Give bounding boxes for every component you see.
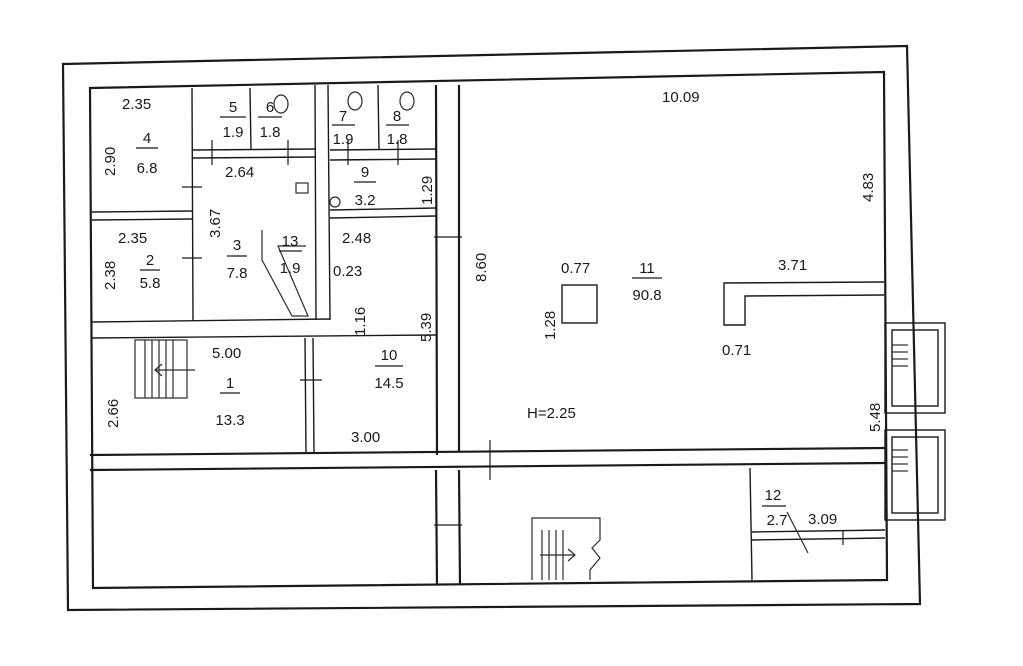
- dim-1-16: 1.16: [352, 307, 369, 336]
- interior-walls: [89, 84, 886, 586]
- dim-1-29: 1.29: [419, 176, 436, 205]
- dim-3-67: 3.67: [207, 209, 224, 238]
- entrance-porches: [884, 322, 946, 521]
- column: [561, 284, 598, 324]
- room-13-stair: [261, 230, 309, 317]
- dim-2-35-top: 2.35: [122, 96, 151, 113]
- room-10-number: 10: [381, 347, 398, 364]
- dim-5-00: 5.00: [212, 345, 241, 362]
- staircase-bottom: [531, 517, 601, 580]
- room-2-area: 5.8: [140, 275, 161, 292]
- room-13-number: 13: [282, 233, 299, 250]
- room-8-number: 8: [393, 108, 401, 125]
- dim-5-39: 5.39: [418, 313, 435, 342]
- door-marks: [182, 140, 844, 554]
- height-note: H=2.25: [527, 405, 576, 422]
- dim-3-71: 3.71: [778, 257, 807, 274]
- dim-2-90: 2.90: [102, 147, 119, 176]
- dim-0-77: 0.77: [561, 260, 590, 277]
- dim-0-71: 0.71: [722, 342, 751, 359]
- room-1-number: 1: [226, 375, 234, 392]
- toilet-fixtures: [273, 91, 415, 208]
- room-11-area: 90.8: [632, 287, 661, 304]
- dim-0-23: 0.23: [333, 263, 362, 280]
- room-6-area: 1.8: [260, 124, 281, 141]
- dim-5-48: 5.48: [867, 403, 884, 432]
- room-13-area: 1.9: [280, 260, 301, 277]
- staircase-left: [134, 339, 195, 399]
- dim-10-09: 10.09: [662, 89, 700, 106]
- room-7-area: 1.9: [333, 131, 354, 148]
- dim-1-28: 1.28: [542, 311, 559, 340]
- room-5-number: 5: [229, 99, 237, 116]
- room-9-number: 9: [361, 164, 369, 181]
- room-4-number: 4: [143, 130, 151, 147]
- room-5-area: 1.9: [223, 124, 244, 141]
- wall-notch: [723, 281, 885, 326]
- room-6-number: 6: [266, 99, 274, 116]
- dim-8-60: 8.60: [473, 253, 490, 282]
- room-1-area: 13.3: [215, 412, 244, 429]
- room-4-area: 6.8: [137, 160, 158, 177]
- room-labels: 1 13.3 2 5.8 3 7.8 4 6.8 5 1.9 6 1.8 7 1…: [136, 99, 787, 529]
- room-3-number: 3: [233, 237, 241, 254]
- dim-2-66: 2.66: [105, 399, 122, 428]
- dim-3-09: 3.09: [808, 511, 837, 528]
- dim-3-00: 3.00: [351, 429, 380, 446]
- dimension-labels: 10.09 4.83 3.71 0.71 5.48 3.09 8.60 0.77…: [102, 89, 884, 528]
- room-8-area: 1.8: [387, 131, 408, 148]
- room-7-number: 7: [339, 108, 347, 125]
- room-11-number: 11: [639, 260, 655, 277]
- room-12-area: 2.7: [767, 512, 788, 529]
- dim-2-35-mid: 2.35: [118, 230, 147, 247]
- dim-4-83: 4.83: [860, 173, 877, 202]
- room-9-area: 3.2: [355, 192, 376, 209]
- dim-2-48: 2.48: [342, 230, 371, 247]
- dim-2-64: 2.64: [225, 164, 254, 181]
- dim-2-38: 2.38: [102, 261, 119, 290]
- room-3-area: 7.8: [227, 265, 248, 282]
- room-10-area: 14.5: [374, 375, 403, 392]
- room-12-number: 12: [765, 487, 782, 504]
- exterior-walls: [61, 44, 922, 612]
- room-2-number: 2: [146, 252, 154, 269]
